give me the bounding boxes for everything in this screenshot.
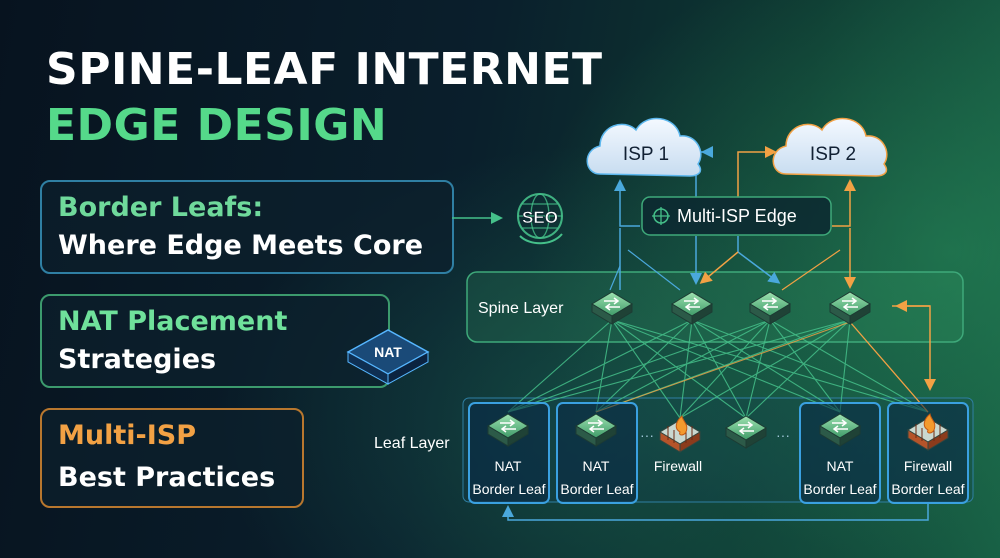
border-leafs-card: Border Leafs: Where Edge Meets Core <box>40 180 454 274</box>
isp1-cloud-icon <box>586 117 702 177</box>
border-leaf-loop-link <box>502 504 929 521</box>
seo-label: SEO <box>522 208 558 227</box>
page-title-line-2: EDGE DESIGN <box>46 100 388 151</box>
isp2-label: ISP 2 <box>810 144 856 165</box>
multi-isp-edge-box <box>641 196 832 236</box>
leaf-role-label: Border Leaf <box>472 481 545 497</box>
spine-leaf-links <box>507 319 929 419</box>
card-subheading: Strategies <box>58 344 217 375</box>
leaf-role-label: Border Leaf <box>803 481 876 497</box>
card-heading: NAT Placement <box>58 306 288 337</box>
card-heading: Multi-ISP <box>58 420 196 451</box>
isp2-cloud-icon <box>772 117 888 177</box>
nat-placement-card: NAT Placement Strategies <box>40 294 390 388</box>
leaf-layer-label: Leaf Layer <box>374 435 450 452</box>
edge-crosshair-icon <box>652 207 670 225</box>
leaf-role-label: Border Leaf <box>560 481 633 497</box>
leaf-node <box>887 402 969 504</box>
leaf-function-label: NAT <box>827 458 854 474</box>
leaf-function-label: Firewall <box>904 458 952 474</box>
leaf-function-label: NAT <box>583 458 610 474</box>
leaf-role-label: Border Leaf <box>891 481 964 497</box>
card-heading: Border Leafs: <box>58 192 264 223</box>
seo-globe-icon: SEO <box>452 193 563 245</box>
multi-isp-edge-label: Multi-ISP Edge <box>677 206 797 226</box>
multi-isp-card: Multi-ISP Best Practices <box>40 408 304 508</box>
ellipsis-icon: ··· <box>640 427 654 443</box>
isp1-label: ISP 1 <box>623 144 669 165</box>
nat-chip-label: NAT <box>374 344 402 360</box>
leaf-function-label: Firewall <box>654 458 702 474</box>
card-subheading: Where Edge Meets Core <box>58 230 424 261</box>
card-subheading: Best Practices <box>58 462 276 493</box>
leaf-function-label: NAT <box>495 458 522 474</box>
spine-layer-label: Spine Layer <box>478 300 564 317</box>
ellipsis-icon: ··· <box>776 427 790 443</box>
page-title-line-1: SPINE-LEAF INTERNET <box>46 44 603 95</box>
nat-chip-icon: NAT <box>346 329 430 385</box>
